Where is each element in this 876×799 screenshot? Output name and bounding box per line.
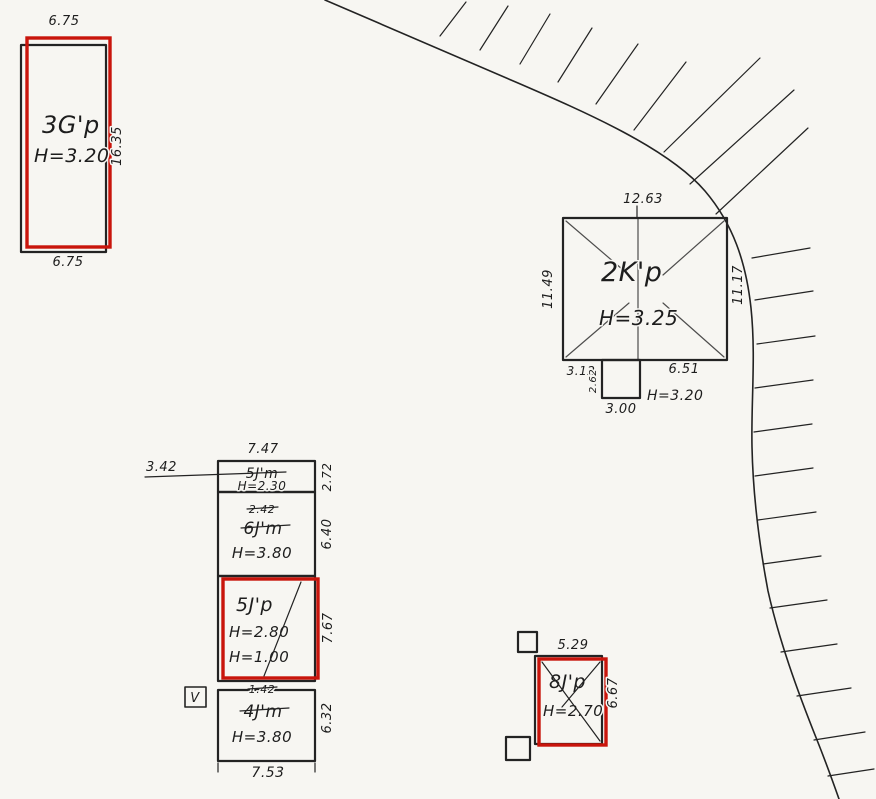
- ref-note: 3.42: [146, 460, 177, 475]
- hatch-line: [754, 290, 814, 301]
- section-s4-height: H=3.80: [232, 728, 292, 746]
- hatch-line: [595, 43, 639, 105]
- building-3gp-highlight: [25, 36, 112, 249]
- building-3gp-outline: [19, 43, 108, 254]
- section-s3-height-b: H=1.00: [229, 648, 289, 666]
- dim-bottom: 7.53: [251, 765, 284, 781]
- hatch-line: [715, 127, 809, 215]
- correction-diagonal: [541, 661, 601, 742]
- strikethrough-line: [247, 686, 278, 690]
- dim-top: 12.63: [623, 192, 663, 207]
- hatch-line: [479, 5, 509, 51]
- building-3gp: 6.75 16.35 6.75 3G'p H=3.20: [19, 13, 127, 272]
- annex-outline: [600, 358, 642, 400]
- strikethrough-line: [246, 506, 279, 510]
- section-s1-height: H=2.30: [238, 479, 287, 493]
- terrain-slope: [324, 0, 875, 799]
- strikethrough-line: [240, 524, 291, 529]
- section-s4-note: 1.42: [249, 683, 276, 696]
- hatch-line: [796, 687, 852, 697]
- building-2kp-outline: [561, 216, 729, 362]
- correction-diagonal: [561, 661, 601, 708]
- section-s4-outline: [216, 688, 317, 763]
- hatch-line: [769, 599, 828, 609]
- building-height: H=3.20: [34, 145, 110, 167]
- dim-top: 5.29: [558, 638, 589, 653]
- v-marker-box: [184, 686, 207, 708]
- building-label: 8J'p: [549, 671, 586, 693]
- hatch-line: [754, 379, 814, 389]
- section-s3-outline: [216, 574, 317, 683]
- dim-bottom-right: 6.51: [669, 362, 700, 377]
- dim-right: 16.35: [110, 126, 125, 166]
- section-s2-height: H=3.80: [232, 544, 292, 562]
- building-2kp: 12.63 11.49 11.17 3.12 6.51 2.62 3.00 H=…: [540, 191, 748, 419]
- section-s4-label: 4J'm: [243, 702, 282, 722]
- dim-left: 11.49: [541, 269, 556, 309]
- dim-top: 7.47: [248, 442, 279, 457]
- hatch-line: [757, 511, 817, 521]
- strikethrough-line: [239, 707, 290, 712]
- correction-diagonal: [263, 581, 302, 677]
- hatch-line: [756, 335, 816, 345]
- section-s3-label: 5J'p: [236, 594, 273, 616]
- building-height: H=2.70: [543, 702, 603, 720]
- building-label: 3G'p: [42, 111, 100, 139]
- building-height: H=3.25: [599, 306, 678, 330]
- hatch-line: [751, 247, 811, 259]
- section-s1-label: 5J'm: [246, 466, 279, 482]
- building-label: 2K'p: [601, 257, 662, 288]
- dim-bottom-left: 3.12: [567, 364, 596, 378]
- dim-top: 6.75: [49, 14, 80, 29]
- attached-square-top: [516, 630, 539, 654]
- v-marker-label: V: [190, 691, 200, 706]
- roof-diagonal: [565, 302, 630, 358]
- section-s2-dim-right: 6.40: [320, 519, 335, 550]
- hatch-line: [633, 61, 687, 131]
- annex-dim-bottom: 3.00: [606, 402, 637, 417]
- section-s1-dim-right: 2.72: [320, 463, 334, 492]
- hatch-line: [439, 1, 467, 37]
- section-s2-label: 6J'm: [243, 519, 282, 539]
- boundary-curve: [324, 0, 840, 799]
- roof-diagonal: [662, 220, 725, 276]
- hatch-line: [780, 643, 838, 653]
- section-s3-dim-right: 7.67: [321, 612, 336, 643]
- attached-square-bottom: [504, 735, 532, 762]
- hatch-line: [754, 467, 814, 477]
- ref-strike-line: [144, 471, 287, 478]
- roof-diagonal: [565, 220, 630, 276]
- building-8jp-highlight: [537, 657, 608, 747]
- hatch-line: [827, 768, 875, 777]
- hatch-line: [519, 13, 551, 65]
- section-s2-note: 2.42: [249, 503, 276, 516]
- annex-dim-left: 2.62: [588, 369, 599, 393]
- dim-bottom: 6.75: [53, 255, 84, 270]
- hatch-line: [557, 27, 593, 83]
- hatch-line: [689, 89, 795, 185]
- hatch-line: [762, 555, 822, 565]
- hatch-line: [753, 423, 813, 433]
- roof-diagonal: [662, 302, 725, 358]
- dim-right: 6.67: [606, 677, 621, 708]
- section-s3-height-a: H=2.80: [229, 623, 289, 641]
- hatch-line: [813, 731, 866, 741]
- section-s3-highlight: [221, 577, 320, 680]
- dim-right: 11.17: [731, 265, 746, 305]
- section-s4-dim-right: 6.32: [320, 703, 335, 734]
- building-8jp: 5.29 6.67 8J'p H=2.70: [504, 630, 623, 762]
- terrace-block: 3.42 7.47 5J'm H=2.30 2.72 2.42 6J'm H=3…: [144, 441, 338, 783]
- hatch-line: [663, 57, 761, 153]
- annex-height: H=3.20: [647, 388, 703, 404]
